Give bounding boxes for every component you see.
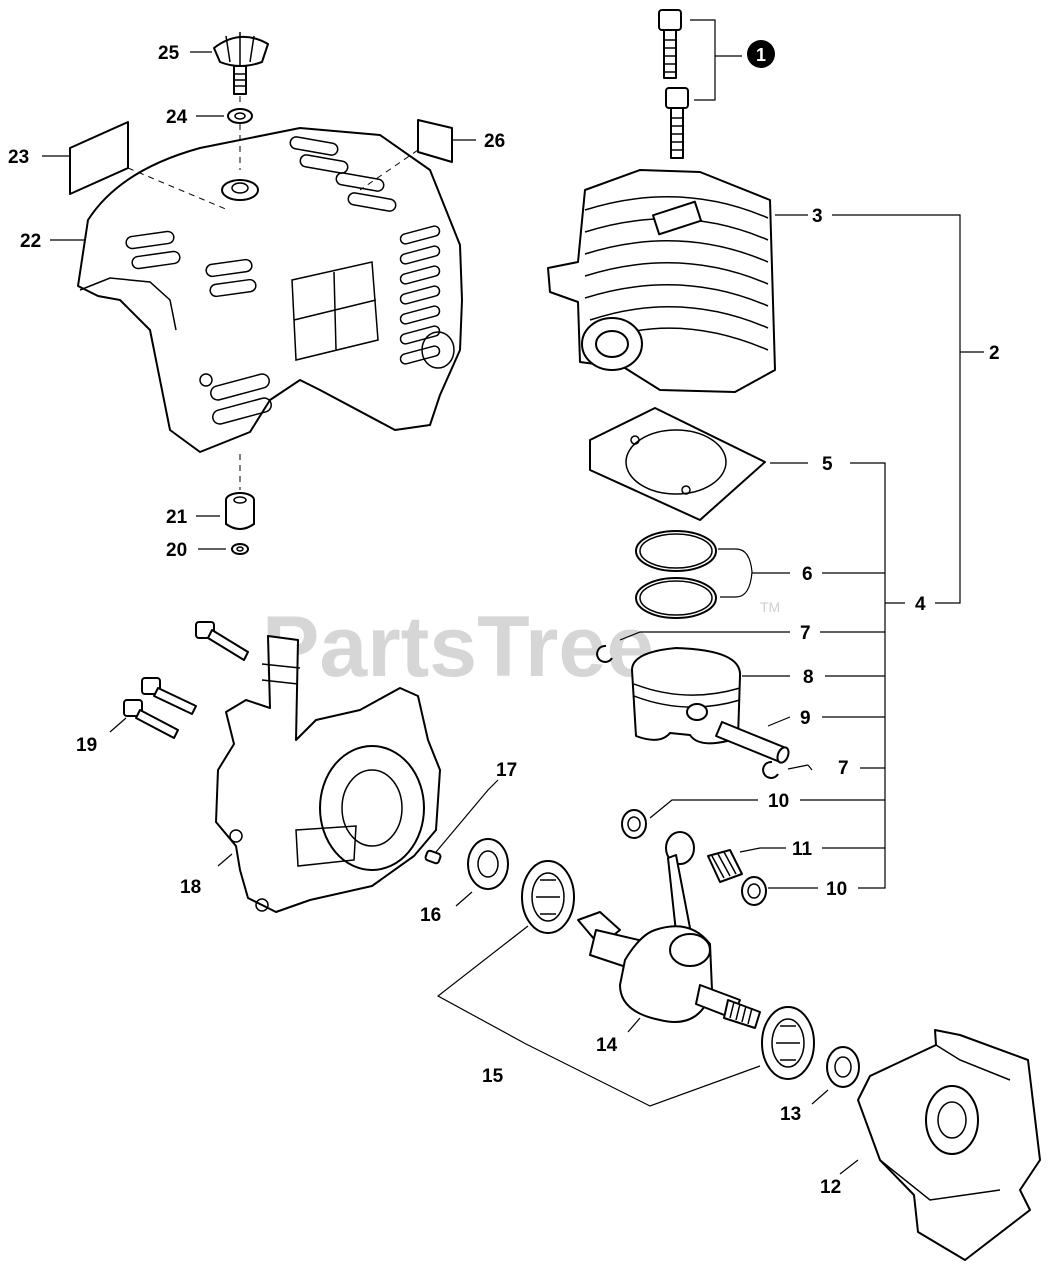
callout-7-lower: 7 — [838, 758, 849, 779]
callout-21: 21 — [166, 507, 188, 528]
part-crankcase-right[interactable] — [857, 1029, 1041, 1261]
callout-25: 25 — [158, 43, 180, 64]
part-gasket[interactable] — [589, 407, 766, 521]
part-crankcase-left[interactable] — [215, 635, 441, 913]
part-crankcase-screws[interactable] — [123, 621, 249, 739]
part-cylinder[interactable] — [547, 169, 776, 393]
callout-4: 4 — [915, 594, 926, 615]
callout-2: 2 — [989, 343, 1000, 364]
part-oil-seal[interactable] — [467, 838, 509, 890]
callout-5: 5 — [822, 454, 833, 475]
part-cover-knob[interactable] — [213, 32, 269, 95]
callout-15: 15 — [482, 1066, 504, 1087]
part-label-left[interactable] — [69, 121, 129, 195]
watermark: PartsTree TM — [262, 599, 780, 695]
callout-7-upper: 7 — [800, 623, 811, 644]
callout-1: 1 — [756, 45, 766, 65]
callout-20: 20 — [166, 540, 187, 561]
part-crankshaft[interactable] — [577, 831, 761, 1029]
callout-10-lower: 10 — [826, 879, 847, 900]
part-label-right[interactable] — [417, 119, 453, 163]
watermark-text: PartsTree — [262, 599, 654, 695]
part-piston-clip[interactable] — [596, 644, 779, 779]
part-oil-seal-right[interactable] — [826, 1046, 860, 1088]
callout-24: 24 — [166, 107, 188, 128]
callout-16: 16 — [420, 905, 441, 926]
part-nut[interactable] — [231, 543, 249, 555]
callout-11: 11 — [792, 839, 813, 860]
part-washer[interactable] — [227, 108, 253, 124]
callout-10-upper: 10 — [768, 791, 789, 812]
part-screws[interactable] — [658, 9, 689, 159]
callout-badge — [747, 40, 775, 68]
part-thrust-washer[interactable] — [621, 809, 767, 906]
part-engine-cover[interactable] — [77, 127, 463, 453]
part-ball-bearing[interactable] — [521, 860, 815, 1080]
callout-18: 18 — [180, 877, 201, 898]
part-piston[interactable] — [631, 647, 742, 745]
part-cover-mount[interactable] — [225, 492, 255, 530]
callout-13: 13 — [780, 1104, 801, 1125]
callout-17: 17 — [496, 760, 517, 781]
part-needle-bearing[interactable] — [707, 849, 743, 883]
part-piston-rings[interactable] — [635, 530, 717, 619]
callout-22: 22 — [20, 231, 41, 252]
cover-vent-slots — [125, 136, 441, 425]
callout-3: 3 — [812, 206, 823, 227]
callout-14: 14 — [596, 1035, 618, 1056]
callout-6: 6 — [802, 564, 813, 585]
callout-19: 19 — [76, 735, 97, 756]
watermark-trademark: TM — [760, 599, 780, 615]
callout-9: 9 — [800, 708, 811, 729]
part-piston-pin[interactable] — [715, 721, 791, 764]
callout-23: 23 — [8, 147, 29, 168]
callout-26: 26 — [484, 131, 505, 152]
callout-12: 12 — [820, 1177, 841, 1198]
callout-8: 8 — [803, 667, 814, 688]
